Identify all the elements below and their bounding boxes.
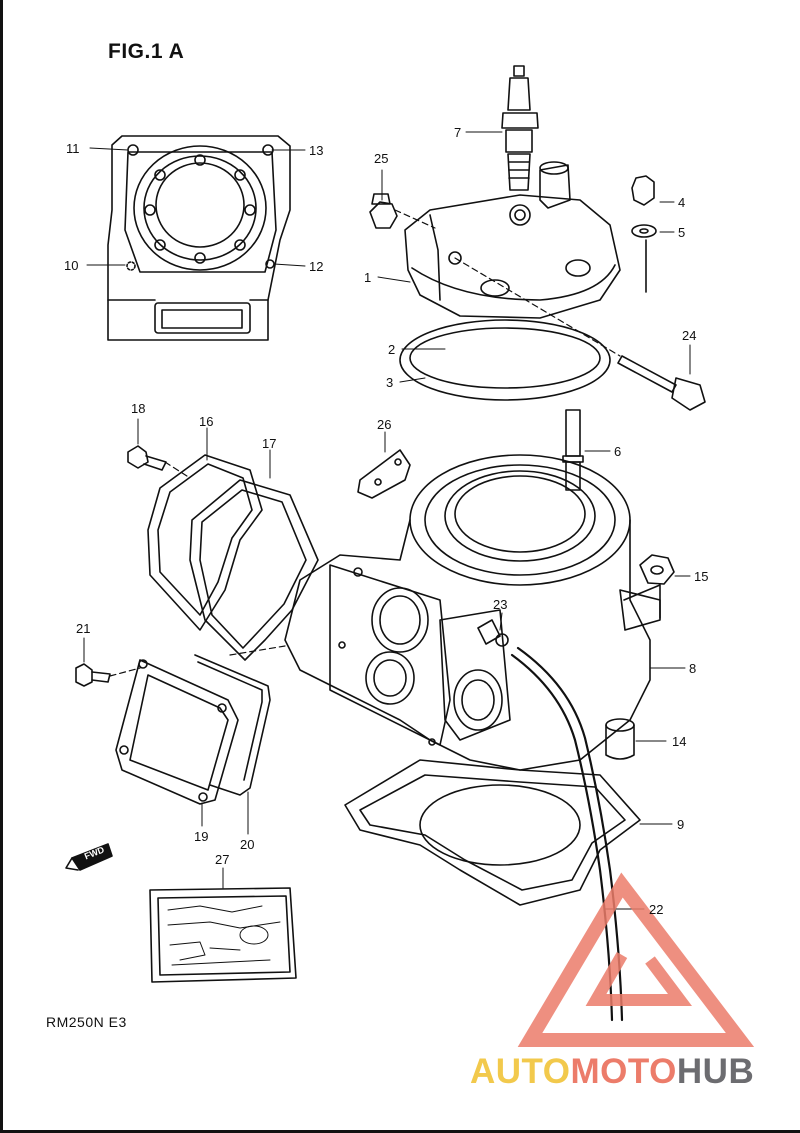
bolt-18: [127, 445, 149, 469]
watermark-moto: MOTO: [570, 1052, 677, 1091]
callout-20: 20: [240, 837, 255, 852]
dowel-14: [605, 718, 635, 760]
gasket-16: [147, 454, 263, 631]
o-ring-outer: [399, 319, 611, 401]
callout-24: 24: [682, 328, 697, 343]
callout-1: 1: [364, 270, 372, 285]
callout-5: 5: [678, 225, 686, 240]
nut-15: [639, 554, 675, 585]
callout-18: 18: [131, 401, 146, 416]
instruction-label: [149, 887, 297, 983]
cap-nut: [631, 175, 655, 206]
callout-6: 6: [614, 444, 622, 459]
watermark-hub: HUB: [676, 1052, 755, 1091]
stud-bolt: [562, 409, 584, 491]
cylinder-head: [404, 161, 621, 319]
base-gasket: [344, 759, 641, 906]
callout-11: 11: [66, 141, 80, 156]
bracket: [357, 449, 411, 499]
gasket-17: [189, 479, 319, 661]
callout-25: 25: [374, 151, 389, 166]
nut-25: [369, 201, 398, 229]
callout-12: 12: [309, 259, 324, 274]
callout-16: 16: [199, 414, 214, 429]
screw-21: [75, 663, 93, 687]
breather-hose: [510, 653, 614, 1022]
o-ring-inner: [409, 327, 601, 389]
callout-3: 3: [386, 375, 394, 390]
cylinder: [284, 454, 661, 771]
watermark-text: AUTOMOTOHUB: [470, 1052, 754, 1092]
fwd-arrow-icon: [65, 843, 113, 871]
callout-23: 23: [493, 597, 508, 612]
callout-14: 14: [672, 734, 687, 749]
callout-9: 9: [677, 817, 685, 832]
clamp-23: [477, 619, 501, 645]
washer: [631, 224, 657, 238]
callout-13: 13: [309, 143, 324, 158]
callout-15: 15: [694, 569, 709, 584]
exhaust-cover: [115, 659, 239, 805]
inset-cylinder-view: [107, 135, 291, 341]
callout-21: 21: [76, 621, 91, 636]
callout-22: 22: [649, 902, 664, 917]
figure-title: FIG.1 A: [108, 40, 185, 63]
callout-10: 10: [64, 258, 79, 273]
head-bolt: [617, 355, 706, 411]
callout-2: 2: [388, 342, 396, 357]
spark-plug: [501, 65, 539, 191]
watermark-logo-icon: [517, 872, 755, 1047]
callout-27: 27: [215, 852, 230, 867]
callout-19: 19: [194, 829, 209, 844]
callout-17: 17: [262, 436, 277, 451]
callout-8: 8: [689, 661, 697, 676]
callout-26: 26: [377, 417, 392, 432]
callout-7: 7: [454, 125, 462, 140]
callout-4: 4: [678, 195, 686, 210]
watermark-auto: AUTO: [470, 1052, 571, 1091]
model-code: RM250N E3: [46, 1014, 127, 1030]
assembly-guides: [109, 209, 621, 677]
